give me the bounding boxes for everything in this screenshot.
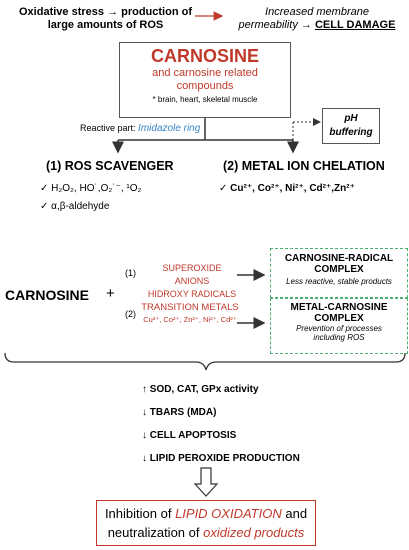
effect-item-enzymes: ↑ SOD, CAT, GPx activity	[142, 384, 259, 395]
carnosine-note: * brain, heart, skeletal muscle	[152, 95, 258, 104]
ph-label: pH	[344, 113, 358, 124]
membrane-line1: Increased membrane	[265, 6, 369, 18]
top-right-text: Increased membrane permeability → CELL D…	[228, 6, 406, 32]
complex2-title1: METAL-CARNOSINE	[290, 302, 388, 313]
effects-list: ↑ SOD, CAT, GPx activity ↓ TBARS (MDA) ↓…	[142, 378, 300, 470]
final-text-and: and	[285, 506, 308, 521]
final-text-neutralization: neutralization of	[107, 525, 200, 540]
transition-metals-list: Cu²⁺, Co²⁺, Zn²⁺, Ni²⁺, Cd²⁺	[143, 315, 237, 324]
superoxide-label: SUPEROXIDE ANIONS	[162, 263, 222, 286]
oxidative-stress-rest: → production of	[107, 6, 192, 18]
ros-scavenger-item2: ✓ α,β-aldehyde	[40, 201, 110, 212]
complex1-desc: Less reactive, stable products	[286, 277, 392, 286]
metal-carnosine-complex-box: METAL-CARNOSINE COMPLEX Prevention of pr…	[270, 298, 408, 354]
membrane-line2: permeability →	[238, 19, 312, 31]
reaction-carnosine: CARNOSINE	[5, 287, 90, 303]
carnosine-box: CARNOSINE and carnosine related compound…	[119, 42, 291, 118]
reaction-number-1: (1)	[125, 268, 136, 278]
ros-line: large amounts of ROS	[47, 19, 164, 31]
top-left-text: Oxidative stress → production of large a…	[18, 6, 193, 32]
reactive-part-label: Reactive part:	[80, 123, 136, 133]
carnosine-title: CARNOSINE	[150, 46, 259, 66]
reaction-plus: +	[106, 285, 115, 302]
complex1-title1: CARNOSINE-RADICAL	[284, 253, 394, 264]
ros-scavenger-item1: ✓ H₂O₂, HO˙,O₂˙⁻, ¹O₂	[40, 183, 142, 194]
complex2-desc1: Prevention of processes	[296, 324, 382, 333]
reaction-number-2: (2)	[125, 309, 136, 319]
complex2-desc2: including ROS	[313, 333, 365, 342]
hidroxy-label: HIDROXY RADICALS	[147, 289, 237, 299]
reactant-radicals: SUPEROXIDE ANIONS HIDROXY RADICALS	[146, 262, 238, 301]
reactant-metals: TRANSITION METALS Cu²⁺, Co²⁺, Zn²⁺, Ni²⁺…	[140, 302, 240, 326]
final-lipid-oxidation: LIPID OXIDATION	[175, 506, 282, 521]
metal-chelation-title: (2) METAL ION CHELATION	[223, 159, 385, 173]
hollow-down-arrow	[193, 467, 219, 497]
bottom-bracket	[4, 352, 406, 371]
metal-chelation-item1: ✓ Cu²⁺, Co²⁺, Ni²⁺, Cd²⁺,Zn²⁺	[219, 183, 355, 194]
final-text-1: Inhibition of	[104, 506, 172, 521]
transition-metals-label: TRANSITION METALS	[141, 302, 239, 313]
reactive-part-value: Imidazole ring	[138, 123, 201, 134]
effect-item-tbars: ↓ TBARS (MDA)	[142, 407, 217, 418]
effect-item-apoptosis: ↓ CELL APOPTOSIS	[142, 430, 237, 441]
carnosine-radical-complex-box: CARNOSINE-RADICAL COMPLEX Less reactive,…	[270, 248, 408, 298]
complex2-title2: COMPLEX	[314, 313, 364, 324]
carnosine-subtitle2: compounds	[176, 80, 234, 92]
reactive-part: Reactive part: Imidazole ring	[80, 123, 200, 134]
final-outcome-box: Inhibition of LIPID OXIDATION and neutra…	[96, 500, 316, 546]
ph-buffering-box: pH buffering	[322, 108, 380, 144]
final-oxidized-products: oxidized products	[203, 525, 305, 540]
cell-damage-label: CELL DAMAGE	[314, 19, 396, 31]
effect-item-lipid-peroxide: ↓ LIPID PEROXIDE PRODUCTION	[142, 453, 300, 464]
oxidative-stress-label: Oxidative stress	[19, 6, 104, 18]
carnosine-subtitle1: and carnosine related	[152, 67, 258, 79]
ros-scavenger-title: (1) ROS SCAVENGER	[46, 159, 174, 173]
complex1-title2: COMPLEX	[314, 264, 364, 275]
buffering-label: buffering	[329, 127, 373, 138]
